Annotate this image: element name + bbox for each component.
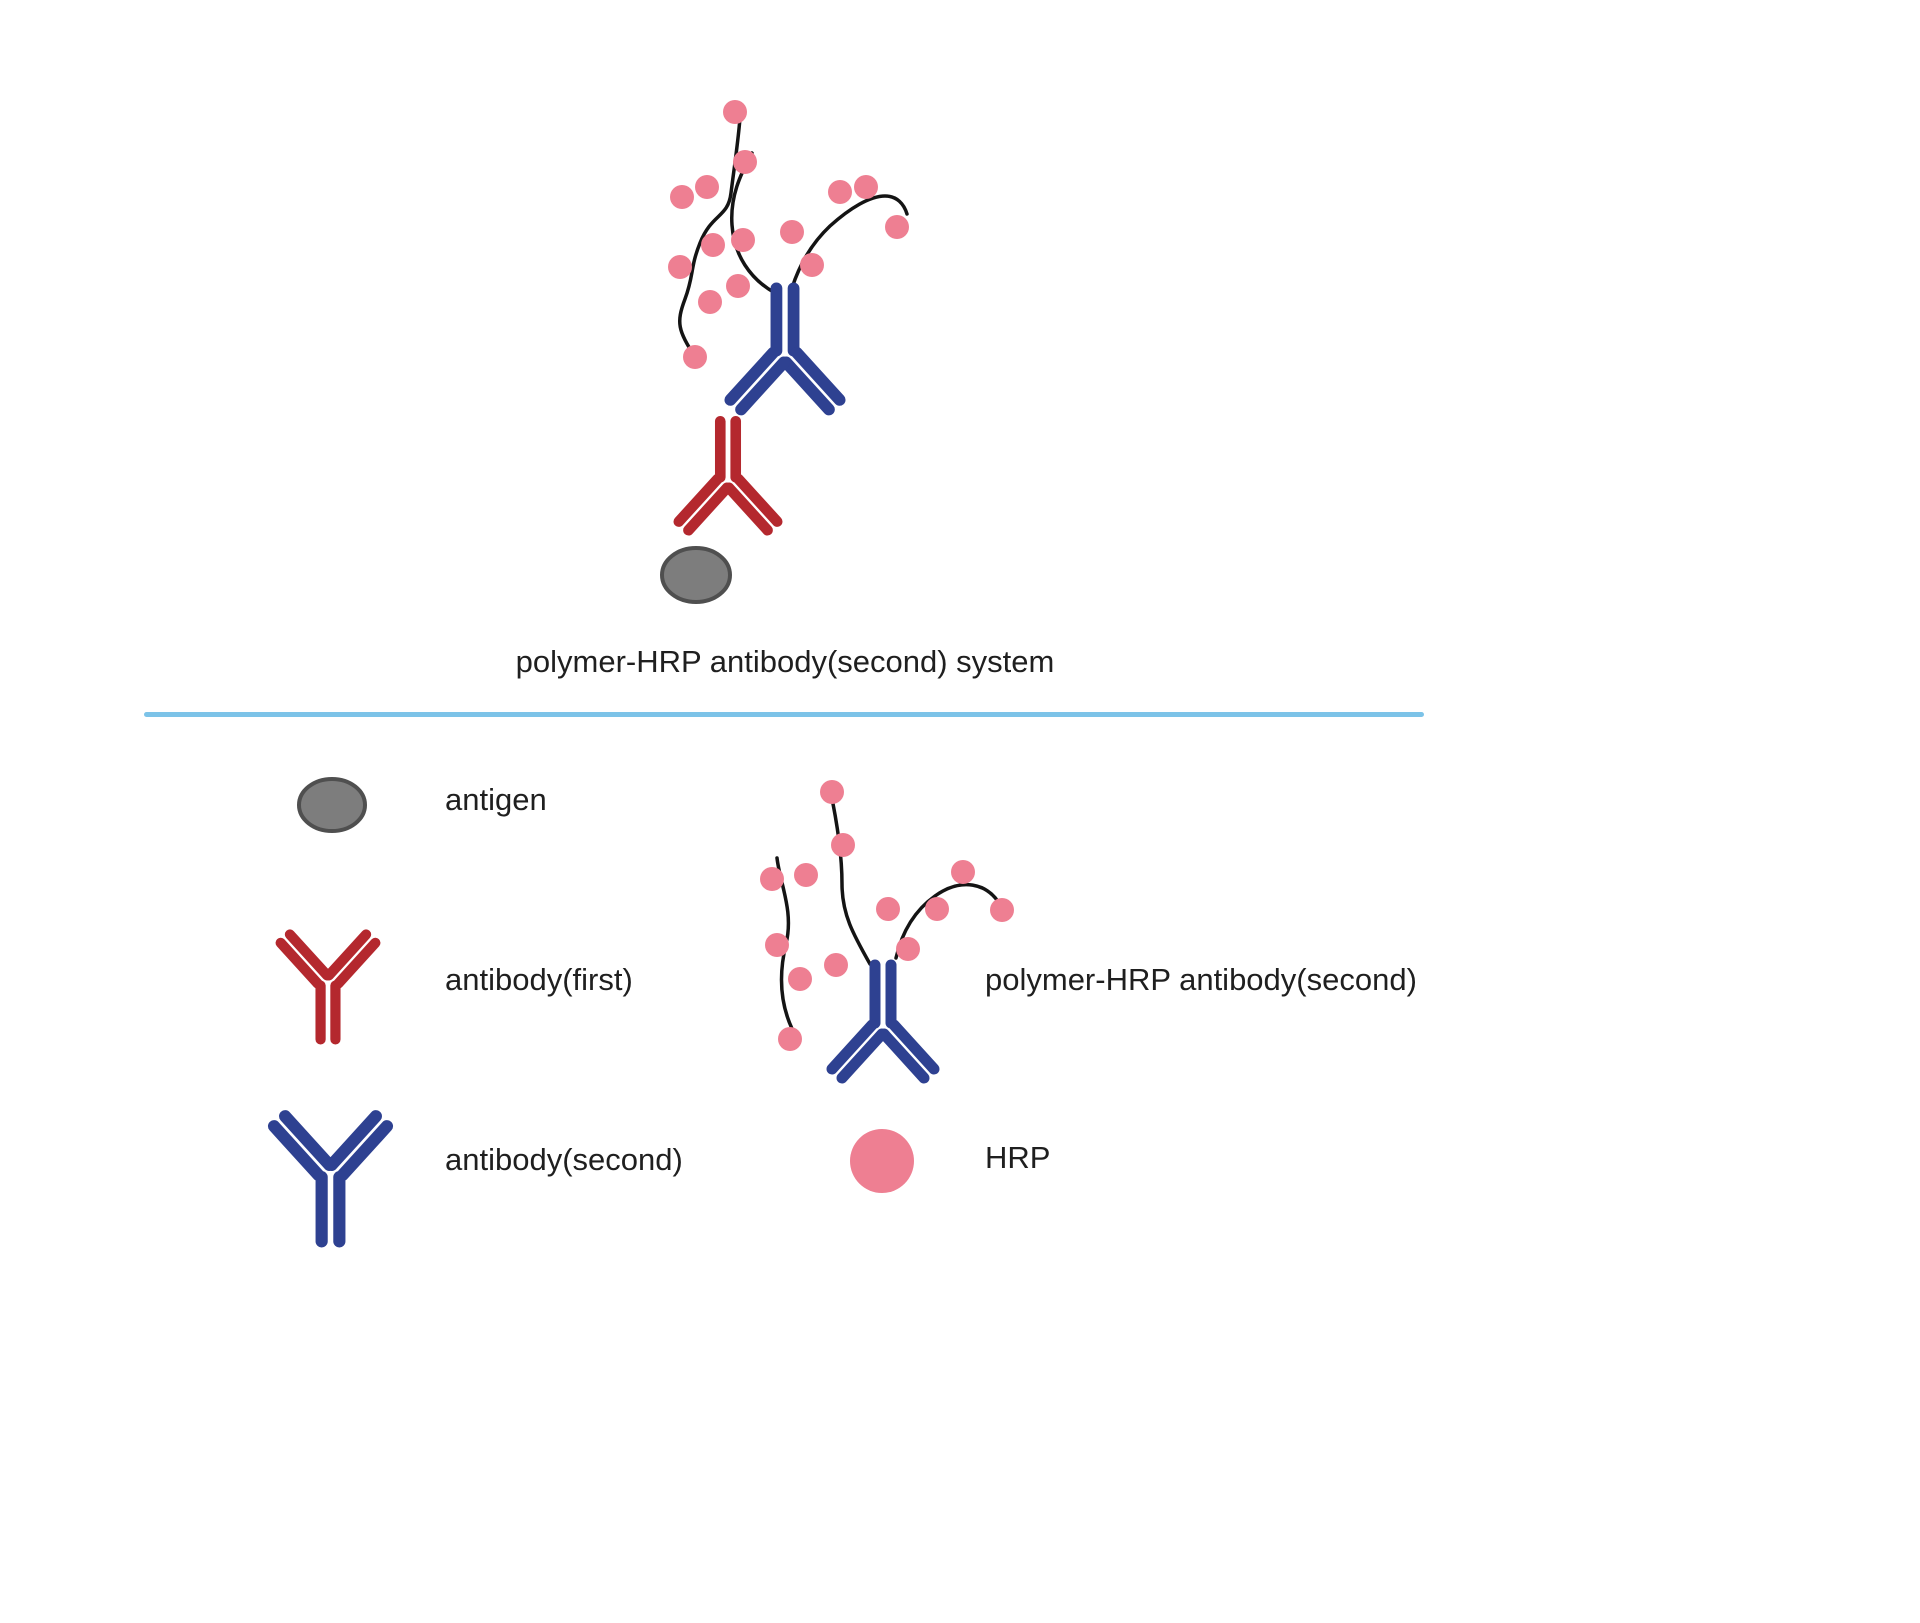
antibody-second-icon	[730, 288, 839, 409]
legend-label-antigen: antigen	[445, 782, 547, 817]
antigen-icon	[297, 777, 367, 833]
antibody-second-legend-icon	[253, 1093, 408, 1248]
antibody-first-legend-icon	[263, 915, 393, 1045]
antigen-icon	[660, 546, 732, 604]
antibody-first-icon	[281, 935, 376, 1040]
antibody-second-icon	[274, 1116, 387, 1241]
hrp-dot	[990, 898, 1014, 922]
hrp-dot	[828, 180, 852, 204]
section-divider	[144, 712, 1424, 717]
hrp-dots	[760, 780, 1014, 1051]
hrp-dot	[670, 185, 694, 209]
polymer-hrp-system-illustration	[660, 100, 909, 604]
hrp-dot	[876, 897, 900, 921]
antibody-first-icon	[679, 421, 777, 530]
hrp-icon	[850, 1129, 914, 1193]
hrp-dot	[820, 780, 844, 804]
antigen-legend-icon	[297, 777, 367, 833]
hrp-legend-icon	[850, 1129, 914, 1193]
hrp-dot	[951, 860, 975, 884]
legend-label-antibody-first: antibody(first)	[445, 962, 633, 997]
polymer-hrp-antibody-legend-icon	[760, 780, 1014, 1102]
hrp-dot	[733, 150, 757, 174]
hrp-dot	[831, 833, 855, 857]
hrp-dot	[668, 255, 692, 279]
hrp-dot	[780, 220, 804, 244]
hrp-dot	[854, 175, 878, 199]
figure-caption: polymer-HRP antibody(second) system	[515, 644, 1055, 679]
hrp-dot	[726, 274, 750, 298]
polymer-strand	[730, 151, 777, 295]
hrp-dot	[698, 290, 722, 314]
hrp-dot	[760, 867, 784, 891]
hrp-dot	[695, 175, 719, 199]
hrp-dot	[794, 863, 818, 887]
hrp-dot	[778, 1027, 802, 1051]
hrp-dot	[896, 937, 920, 961]
legend-label-polymer-hrp-antibody: polymer-HRP antibody(second)	[985, 962, 1417, 997]
legend-label-hrp: HRP	[985, 1140, 1051, 1175]
hrp-dot	[885, 215, 909, 239]
hrp-dots	[668, 100, 909, 369]
hrp-dot	[788, 967, 812, 991]
polymer-strand	[678, 116, 742, 359]
polymer-hrp-system-figure	[600, 85, 1020, 615]
hrp-dot	[800, 253, 824, 277]
hrp-dot	[925, 897, 949, 921]
polymer-strand	[828, 787, 872, 966]
hrp-dot	[683, 345, 707, 369]
antibody-second-icon	[832, 965, 934, 1078]
legend-label-antibody-second: antibody(second)	[445, 1142, 683, 1177]
hrp-dot	[765, 933, 789, 957]
polymer-strand	[894, 882, 1004, 960]
hrp-dot	[723, 100, 747, 124]
hrp-dot	[824, 953, 848, 977]
hrp-dot	[731, 228, 755, 252]
hrp-dot	[701, 233, 725, 257]
